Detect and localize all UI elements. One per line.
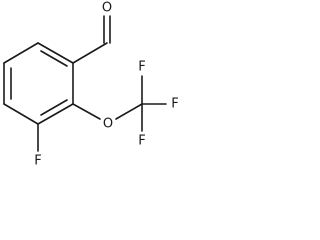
aldehyde-group: O bbox=[72, 1, 112, 64]
ring-fluorine-label: F bbox=[34, 154, 41, 169]
ring-bond-6 bbox=[3, 42, 39, 64]
trifluoromethoxy-group: O F F F bbox=[72, 60, 179, 149]
ring-double-bond-inner-2 bbox=[40, 99, 68, 116]
cf3-fluorine-right-label: F bbox=[171, 97, 178, 112]
ether-bond-cf3 bbox=[115, 103, 143, 120]
ring-bond-4 bbox=[3, 103, 39, 125]
ring-fluorine-group: F bbox=[34, 123, 42, 169]
chemical-structure-diagram: O F O F F F bbox=[3, 1, 179, 169]
ring-bond-3 bbox=[37, 103, 74, 125]
cf3-fluorine-top-label: F bbox=[138, 60, 145, 75]
aldehyde-oxygen-label: O bbox=[102, 1, 112, 16]
ether-oxygen-label: O bbox=[103, 117, 113, 132]
cf3-fluorine-bottom-label: F bbox=[138, 134, 145, 149]
ether-bond-ring bbox=[72, 103, 101, 120]
ring-bond-1 bbox=[37, 42, 74, 64]
benzene-ring bbox=[3, 42, 74, 125]
ring-double-bond-inner-1 bbox=[40, 50, 68, 67]
aldehyde-carbon-bond bbox=[72, 42, 108, 64]
